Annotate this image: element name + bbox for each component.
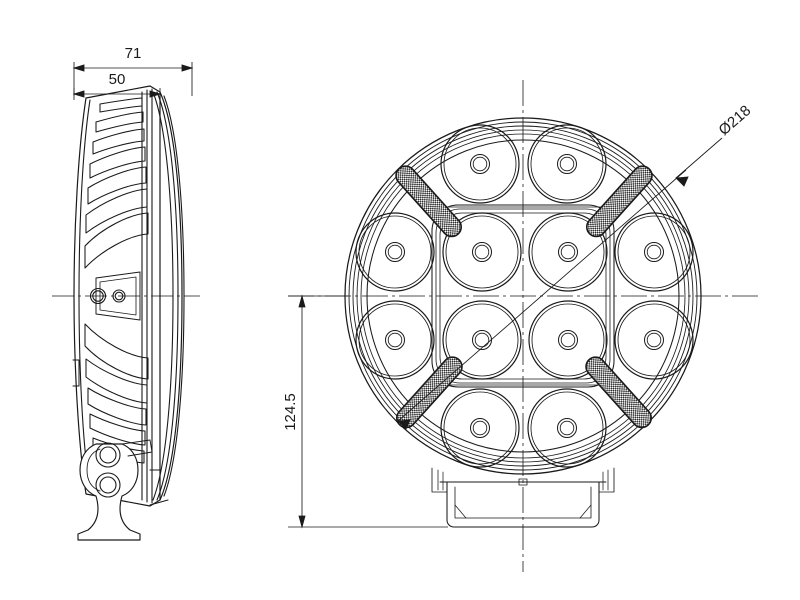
fin-3	[92, 128, 145, 155]
dim-1245-arrow-bottom	[298, 515, 306, 529]
dim-71-arrow-right	[181, 64, 194, 72]
dim-50-arrow-left	[72, 90, 85, 98]
side-mount-bracket-inner	[86, 448, 101, 492]
led-2	[527, 124, 607, 204]
dimension-label-124-5: 124.5	[282, 393, 299, 431]
dim-dia-diagonal-line	[397, 169, 687, 422]
front-foot-bevel-right	[579, 504, 592, 519]
dimension-height-half	[288, 294, 448, 529]
led-11	[440, 388, 520, 468]
side-bracket-arm	[121, 439, 153, 457]
side-mount-bracket	[77, 443, 141, 541]
side-lens-bezel-outer	[159, 91, 183, 501]
dim-50-arrow-right	[149, 90, 162, 98]
front-foot-bevel-left	[454, 504, 467, 519]
bracket-bolt-hole-2-inner	[99, 476, 117, 494]
fin-4	[89, 146, 146, 179]
dimension-depth-housing	[72, 88, 162, 110]
bracket-bolt-hole-2	[95, 472, 121, 498]
front-foot-center-notch	[518, 478, 528, 486]
bar-bottom-right	[585, 356, 653, 429]
side-left-tab	[72, 359, 80, 387]
led-8	[442, 300, 522, 380]
bracket-bolt-hole-1	[95, 442, 121, 468]
led-5	[528, 212, 608, 292]
front-foot-right-tab	[598, 467, 615, 493]
side-body-outline	[73, 85, 161, 507]
fin-2	[95, 111, 144, 133]
side-lower-rear-edge-2	[149, 499, 169, 506]
front-led-array	[355, 124, 694, 468]
dim-dia-arrow-outer	[675, 176, 689, 187]
front-foot-left-tab	[431, 467, 448, 493]
fin-6	[85, 188, 148, 234]
led-9	[528, 300, 608, 380]
dimension-label-50: 50	[109, 71, 126, 88]
side-heatsink-fins-upper	[84, 97, 149, 269]
fin-7	[84, 212, 149, 269]
side-center-panel	[95, 271, 141, 321]
led-1	[440, 124, 520, 204]
bar-top-left	[395, 165, 463, 238]
led-3	[355, 212, 435, 292]
bracket-bolt-hole-1-inner	[99, 446, 117, 464]
led-7	[355, 300, 435, 380]
fin-5	[87, 166, 147, 205]
led-6	[614, 212, 694, 292]
front-hatched-bars	[395, 165, 653, 429]
fin-8	[84, 323, 149, 380]
fin-1	[99, 97, 143, 113]
led-4	[442, 212, 522, 292]
led-10	[614, 300, 694, 380]
dim-71-arrow-left	[72, 64, 85, 72]
dim-dia-leader	[675, 137, 723, 179]
bar-top-right	[585, 165, 653, 238]
dim-dia-arrow-inner	[397, 419, 411, 430]
dimension-label-71: 71	[125, 45, 142, 62]
dimension-diameter-outer	[397, 137, 723, 430]
dim-1245-arrow-top	[298, 294, 306, 308]
fin-11	[89, 413, 146, 446]
fin-9	[85, 358, 148, 404]
led-12	[527, 388, 607, 468]
bar-bottom-left	[395, 356, 463, 429]
fin-10	[87, 387, 147, 426]
